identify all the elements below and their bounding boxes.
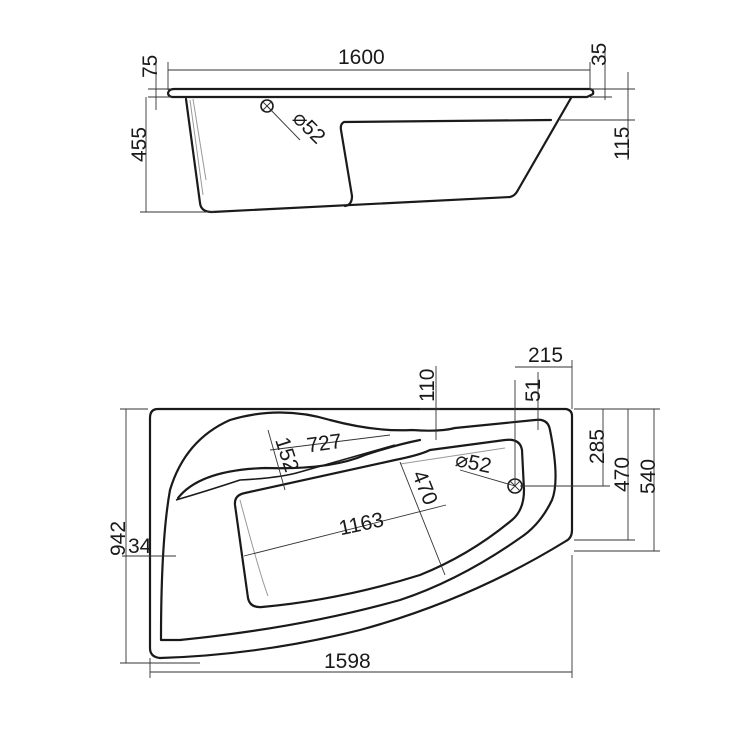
top-rim-outline xyxy=(159,411,557,642)
top-drain-label: ⌀52 xyxy=(453,448,493,478)
top-tap-offset-label: 51 xyxy=(522,379,545,402)
side-inner-line xyxy=(189,98,207,196)
top-total-width-label: 942 xyxy=(107,521,130,556)
side-rim-left-label: 75 xyxy=(139,55,162,78)
top-depth-540-label: 540 xyxy=(637,459,660,494)
top-basin-outline xyxy=(233,438,526,609)
top-seat-curve-2 xyxy=(175,444,396,501)
side-rim xyxy=(166,87,595,99)
top-drain-icon xyxy=(459,380,523,494)
top-inner-length-label: 1163 xyxy=(337,508,386,540)
side-length-label: 1600 xyxy=(338,46,385,69)
side-drain-label: ⌀52 xyxy=(288,107,330,149)
side-height-label: 455 xyxy=(128,127,151,162)
side-drain-icon xyxy=(260,99,301,141)
side-view: ⌀52 1600 75 455 35 115 xyxy=(128,43,635,214)
side-body xyxy=(184,96,573,214)
top-inner-width-label: 470 xyxy=(407,467,441,508)
top-total-length-label: 1598 xyxy=(324,650,371,673)
top-outer-outline xyxy=(148,407,574,660)
top-left-rim-label: 34 xyxy=(128,535,152,558)
top-width-top-label: 215 xyxy=(528,344,563,367)
side-right-drop-label: 115 xyxy=(611,127,634,160)
top-basin-inner xyxy=(239,447,506,597)
top-offset-label: 110 xyxy=(416,369,439,402)
top-view: ⌀52 727 152 1163 470 110 215 51 285 470 xyxy=(107,344,660,678)
top-seat-length-label: 727 xyxy=(305,430,343,458)
side-seat xyxy=(339,118,553,208)
top-tap-down-label: 285 xyxy=(586,429,609,464)
top-inner-470-label: 470 xyxy=(611,457,634,492)
side-rim-right-label: 35 xyxy=(588,43,611,66)
top-seat-curve xyxy=(176,438,422,500)
